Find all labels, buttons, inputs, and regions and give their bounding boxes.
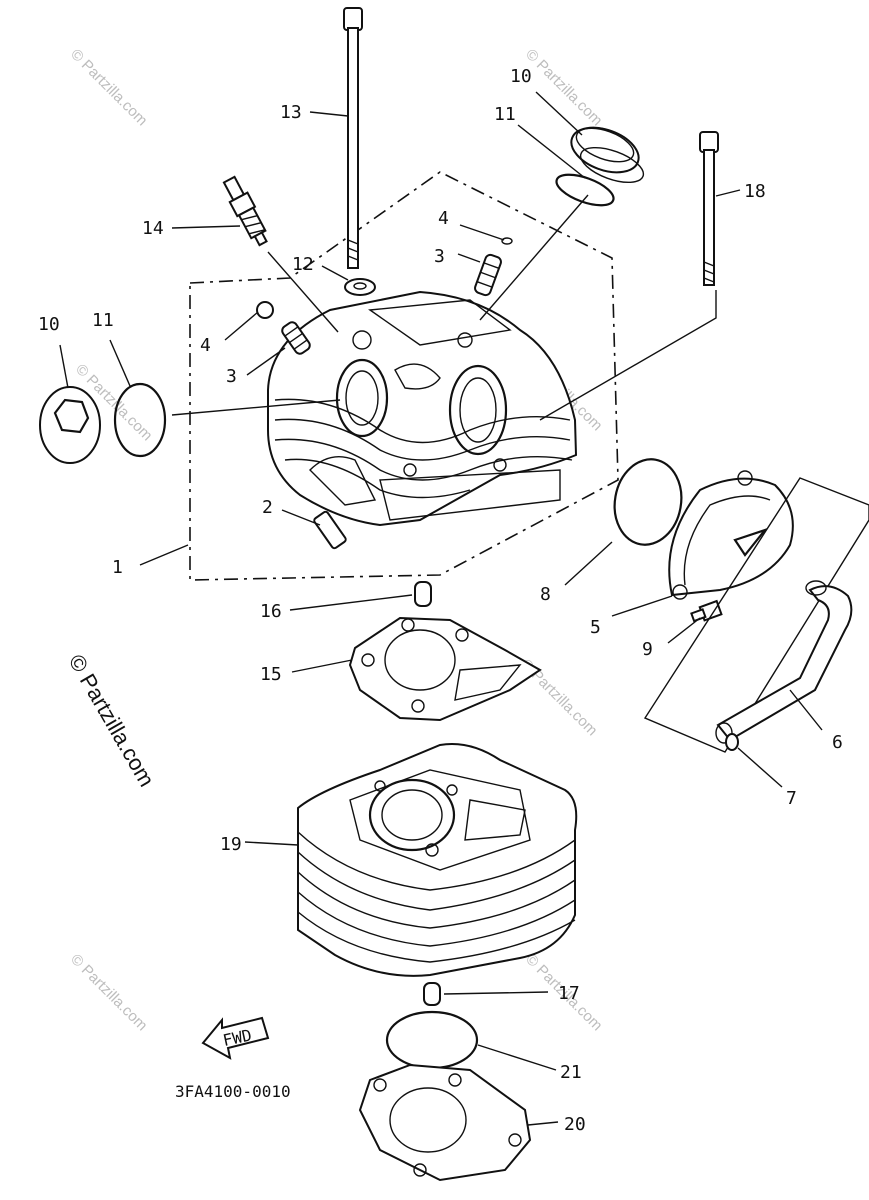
callout-21: 21 bbox=[560, 1062, 582, 1083]
callout-20: 20 bbox=[564, 1114, 586, 1135]
callout-17: 17 bbox=[558, 983, 580, 1004]
head-gasket-part bbox=[348, 616, 542, 722]
watermark-text: © Partzilla.com bbox=[67, 951, 150, 1034]
valve-adjuster-part bbox=[474, 253, 502, 297]
callout-3b: 3 bbox=[434, 246, 445, 267]
callout-4b: 4 bbox=[438, 208, 449, 229]
watermark-main-text: © Partzilla.com bbox=[64, 650, 160, 791]
stud-bolt-part bbox=[343, 7, 363, 269]
o-ring-right-part bbox=[555, 173, 615, 207]
tensioner-cover-part bbox=[668, 470, 794, 600]
callout-labels: 1 2 3 3 4 4 5 6 7 8 9 10 10 11 11 12 13 … bbox=[38, 66, 843, 1135]
callout-4a: 4 bbox=[200, 335, 211, 356]
callout-13: 13 bbox=[280, 102, 302, 123]
hose-clip-part bbox=[725, 733, 739, 751]
callout-10a: 10 bbox=[38, 314, 60, 335]
watermark-text: © Partzilla.com bbox=[67, 46, 150, 129]
breather-assembly-outline bbox=[643, 477, 869, 753]
callout-10b: 10 bbox=[510, 66, 532, 87]
callout-9: 9 bbox=[642, 639, 653, 660]
seal-ring-part bbox=[256, 301, 274, 319]
o-ring-left-part bbox=[113, 382, 167, 458]
callout-15: 15 bbox=[260, 664, 282, 685]
callout-16: 16 bbox=[260, 601, 282, 622]
watermark-text: © Partzilla.com bbox=[522, 46, 605, 129]
base-gasket-part bbox=[358, 1063, 532, 1182]
valve-adjuster-part bbox=[281, 321, 311, 355]
valve-cap-left-part bbox=[39, 386, 101, 464]
callout-2: 2 bbox=[262, 497, 273, 518]
dowel-part bbox=[414, 581, 432, 607]
seal-ring-part bbox=[501, 237, 513, 245]
cylinder-part bbox=[297, 743, 578, 977]
breather-hose-part bbox=[715, 580, 853, 744]
callout-8: 8 bbox=[540, 584, 551, 605]
callout-14: 14 bbox=[142, 218, 164, 239]
callout-11b: 11 bbox=[494, 104, 516, 125]
o-ring-cylinder-part bbox=[385, 1010, 479, 1070]
callout-5: 5 bbox=[590, 617, 601, 638]
long-bolt-part bbox=[699, 131, 719, 286]
forward-arrow-icon: FWD bbox=[201, 1016, 270, 1060]
callout-12: 12 bbox=[292, 254, 314, 275]
callout-11a: 11 bbox=[92, 310, 114, 331]
o-ring-cover-part bbox=[613, 458, 683, 546]
callout-19: 19 bbox=[220, 834, 242, 855]
spark-plug-part bbox=[222, 175, 268, 247]
callout-7: 7 bbox=[786, 788, 797, 809]
callout-6: 6 bbox=[832, 732, 843, 753]
drawing-code: 3FA4100-0010 bbox=[175, 1082, 291, 1101]
dowel-part bbox=[423, 982, 441, 1006]
callout-1: 1 bbox=[112, 557, 123, 578]
leader-lines bbox=[59, 91, 823, 1126]
callout-3a: 3 bbox=[226, 366, 237, 387]
callout-18: 18 bbox=[744, 181, 766, 202]
cylinder-head-assembly-outline bbox=[189, 171, 619, 581]
valve-cap-right-part bbox=[570, 126, 645, 184]
dowel-part bbox=[313, 510, 347, 550]
washer-part bbox=[344, 278, 376, 296]
cylinder-head-part bbox=[267, 290, 578, 527]
bolt-part bbox=[690, 599, 723, 623]
